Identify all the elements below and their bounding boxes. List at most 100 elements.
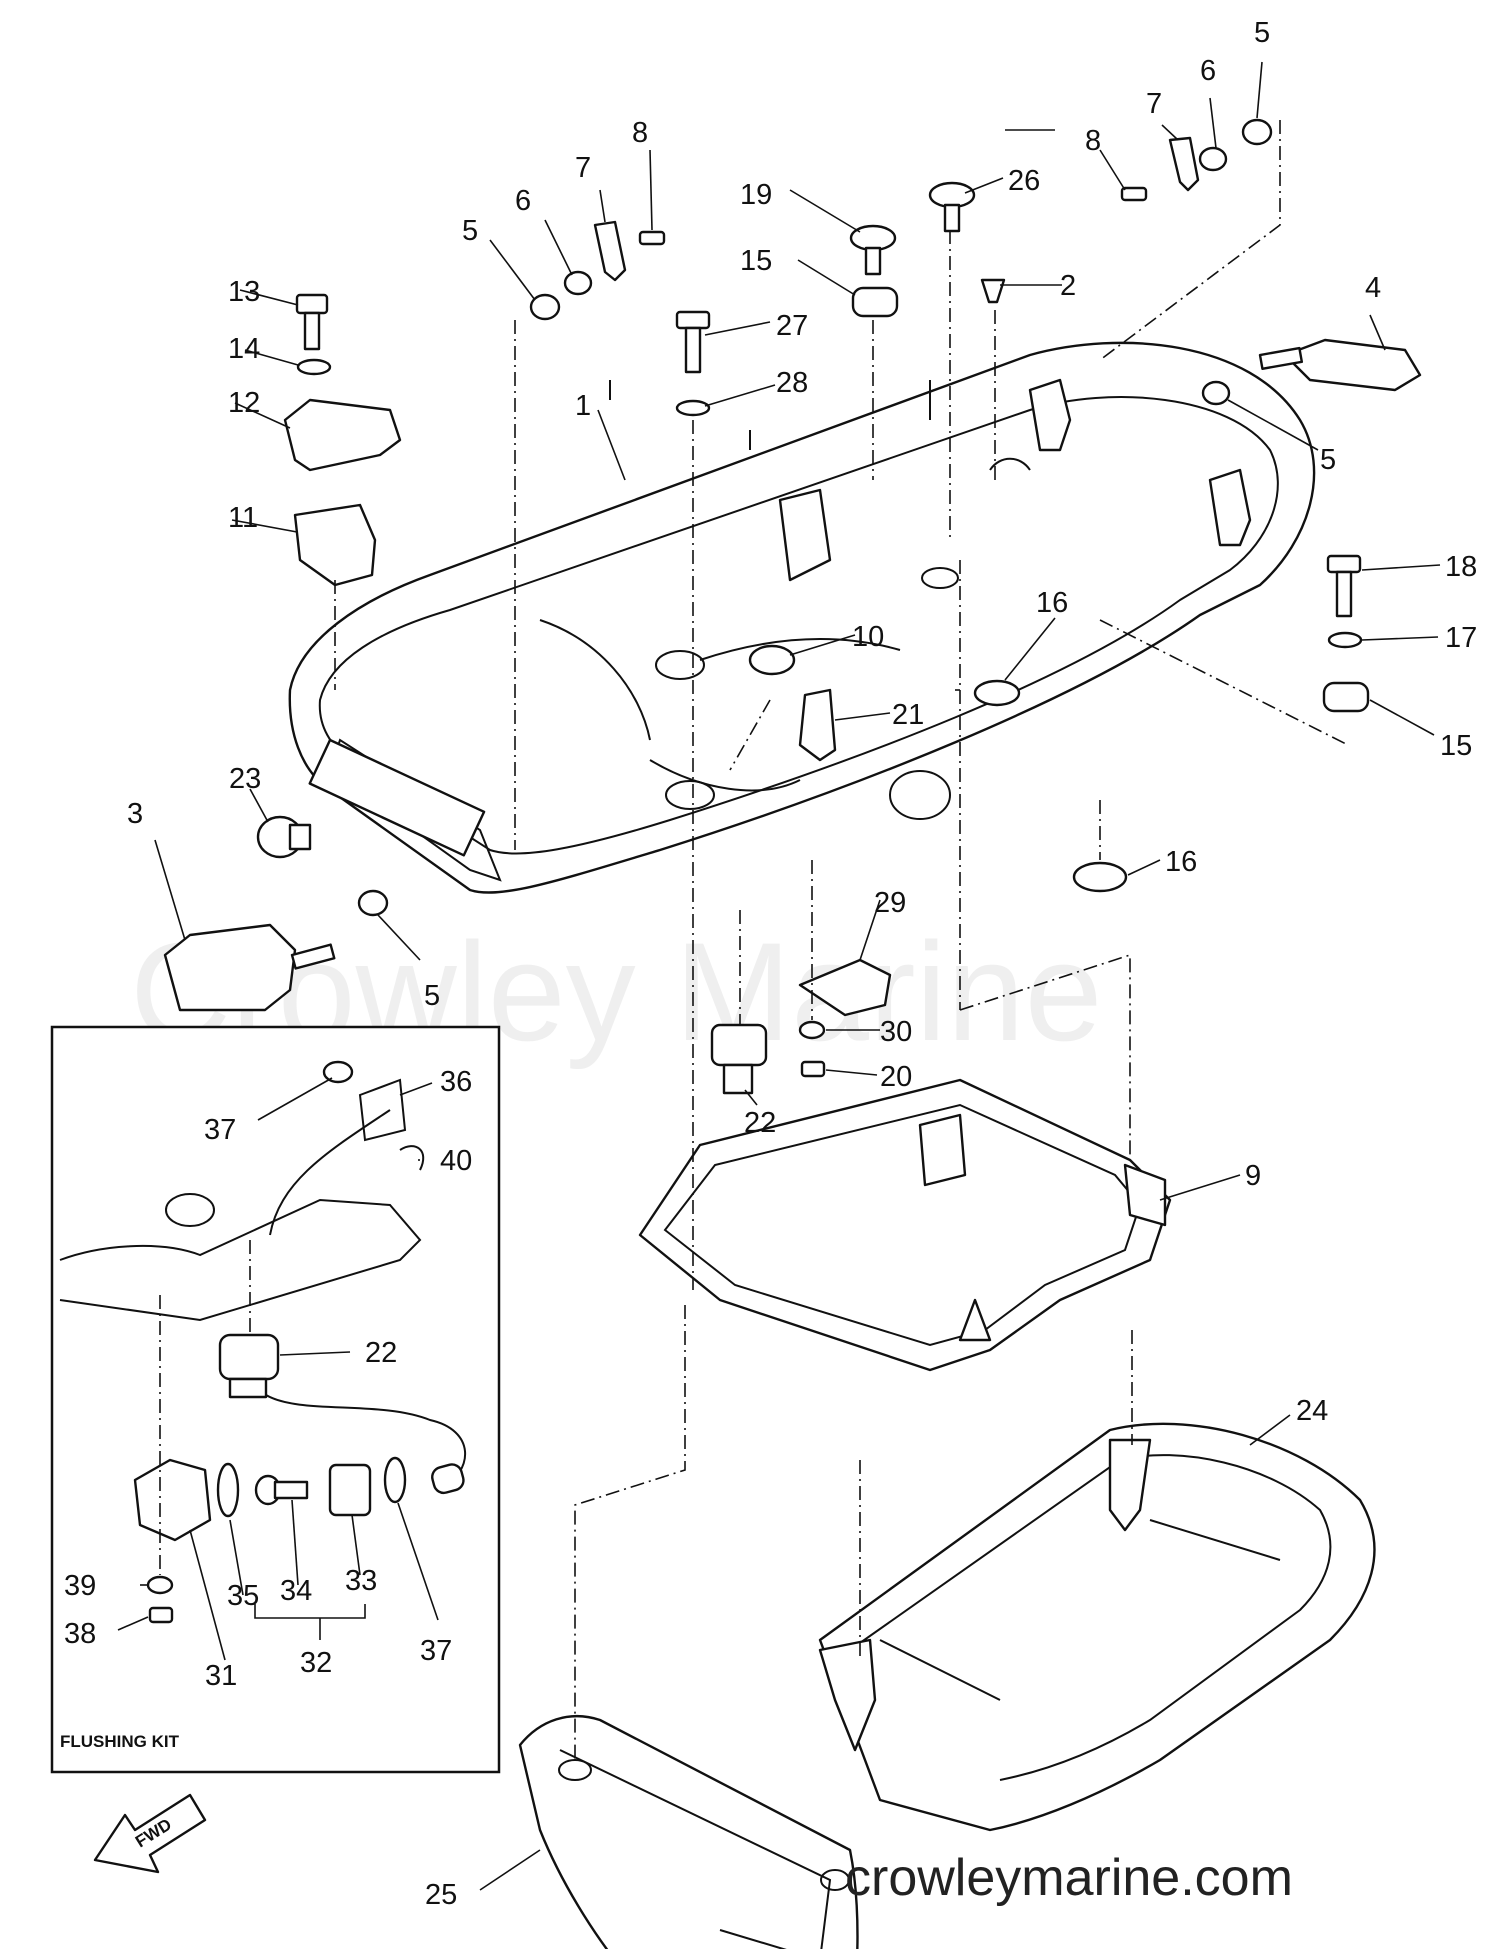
callout-30: 30 bbox=[880, 1016, 912, 1048]
callout-10: 10 bbox=[852, 621, 884, 653]
grommet-15a bbox=[851, 286, 899, 318]
callout-25: 25 bbox=[425, 1879, 457, 1911]
bolt-18 bbox=[1326, 554, 1362, 618]
oring-35 bbox=[216, 1462, 240, 1518]
callout-35: 35 bbox=[227, 1580, 259, 1612]
callout-16a: 16 bbox=[1036, 587, 1068, 619]
lever-3 bbox=[163, 923, 336, 1012]
inset-fitting-22 bbox=[218, 1333, 280, 1381]
callout-22-inset: 22 bbox=[365, 1337, 397, 1369]
right-lower-cover bbox=[818, 1422, 1376, 1832]
grommet-16b bbox=[1072, 861, 1128, 893]
assembly-lines bbox=[334, 120, 1349, 1760]
callout-11: 11 bbox=[228, 502, 258, 534]
clamp-29 bbox=[798, 958, 892, 1017]
callout-18: 18 bbox=[1445, 551, 1477, 583]
callout-3: 3 bbox=[127, 798, 143, 830]
callout-labels: 13 14 12 11 23 3 5 5 6 7 8 19 15 26 2 27… bbox=[64, 17, 1477, 1911]
grommet-5a bbox=[357, 889, 389, 917]
screw-8a bbox=[638, 230, 666, 246]
grommet-5b bbox=[529, 293, 561, 321]
bolt-26 bbox=[928, 181, 976, 233]
grommet-15b bbox=[1322, 681, 1370, 713]
callout-5c: 5 bbox=[1320, 444, 1336, 476]
left-lower-cover bbox=[518, 1715, 859, 1949]
screw-20 bbox=[800, 1060, 826, 1078]
callout-4: 4 bbox=[1365, 272, 1381, 304]
washer-14 bbox=[296, 358, 332, 376]
leader-lines bbox=[154, 61, 1441, 1891]
callout-7a: 7 bbox=[575, 152, 591, 184]
screw-38 bbox=[148, 1606, 174, 1624]
callout-20: 20 bbox=[880, 1061, 912, 1093]
callout-28: 28 bbox=[776, 367, 808, 399]
washer-39 bbox=[146, 1575, 174, 1595]
callout-5a: 5 bbox=[424, 980, 440, 1012]
callout-29: 29 bbox=[874, 887, 906, 919]
lower-frame bbox=[638, 1078, 1172, 1372]
grommet-5d bbox=[1241, 118, 1273, 146]
callout-17: 17 bbox=[1445, 622, 1477, 654]
callout-14: 14 bbox=[228, 333, 260, 365]
washer-6a bbox=[563, 270, 593, 296]
callout-32: 32 bbox=[300, 1647, 332, 1679]
callout-39: 39 bbox=[64, 1570, 96, 1602]
watermark-url: crowleymarine.com bbox=[845, 1849, 1293, 1907]
callout-6a: 6 bbox=[515, 185, 531, 217]
bolt-27 bbox=[675, 310, 711, 374]
callout-9: 9 bbox=[1245, 1160, 1261, 1192]
callout-8b: 8 bbox=[1085, 125, 1101, 157]
bracket-12 bbox=[283, 398, 402, 472]
callout-15a: 15 bbox=[740, 245, 772, 277]
callout-2: 2 bbox=[1060, 270, 1076, 302]
callout-21: 21 bbox=[892, 699, 924, 731]
grommet-16a bbox=[973, 679, 1021, 707]
callout-40: 40 bbox=[440, 1145, 472, 1177]
callout-15b: 15 bbox=[1440, 730, 1472, 762]
flushing-kit-inset: FLUSHING KIT bbox=[50, 1025, 501, 1774]
adapter-31 bbox=[133, 1458, 212, 1542]
callout-36: 36 bbox=[440, 1066, 472, 1098]
bottom-cowling bbox=[288, 341, 1316, 894]
callout-22: 22 bbox=[744, 1107, 776, 1139]
rubber-block-11 bbox=[293, 503, 377, 587]
washer-28 bbox=[675, 399, 711, 417]
grommet-10 bbox=[748, 644, 796, 676]
grommet-5c bbox=[1201, 380, 1231, 406]
callout-5b: 5 bbox=[462, 215, 478, 247]
callout-37b: 37 bbox=[420, 1635, 452, 1667]
callout-34: 34 bbox=[280, 1575, 312, 1607]
callout-6b: 6 bbox=[1200, 55, 1216, 87]
clip-40 bbox=[399, 1145, 425, 1171]
callout-24: 24 bbox=[1296, 1395, 1328, 1427]
washer-30 bbox=[798, 1020, 826, 1040]
clamp-37a bbox=[322, 1060, 354, 1084]
nipple-34 bbox=[254, 1474, 309, 1506]
nut-33 bbox=[328, 1463, 372, 1517]
callout-33: 33 bbox=[345, 1565, 377, 1597]
callout-5d: 5 bbox=[1254, 17, 1270, 49]
washer-6b bbox=[1198, 146, 1228, 172]
clamp-37b bbox=[383, 1456, 407, 1504]
clip-21 bbox=[798, 688, 837, 762]
fwd-arrow: FWD bbox=[93, 1793, 207, 1874]
lever-4 bbox=[1258, 338, 1422, 392]
callout-31: 31 bbox=[205, 1660, 237, 1692]
callout-19: 19 bbox=[740, 179, 772, 211]
callout-26: 26 bbox=[1008, 165, 1040, 197]
callout-37a: 37 bbox=[204, 1114, 236, 1146]
plug-23 bbox=[256, 815, 312, 859]
screw-2 bbox=[980, 278, 1006, 304]
callout-8a: 8 bbox=[632, 117, 648, 149]
inset-title: FLUSHING KIT bbox=[60, 1732, 180, 1751]
callout-1: 1 bbox=[575, 390, 591, 422]
clip-7b bbox=[1168, 136, 1200, 192]
callout-13: 13 bbox=[228, 276, 260, 308]
drain-fitting-22 bbox=[710, 1023, 768, 1095]
clip-7a bbox=[593, 220, 627, 282]
callout-16b: 16 bbox=[1165, 846, 1197, 878]
screw-8b bbox=[1120, 186, 1148, 202]
bolt-19 bbox=[849, 224, 897, 276]
callout-27: 27 bbox=[776, 310, 808, 342]
